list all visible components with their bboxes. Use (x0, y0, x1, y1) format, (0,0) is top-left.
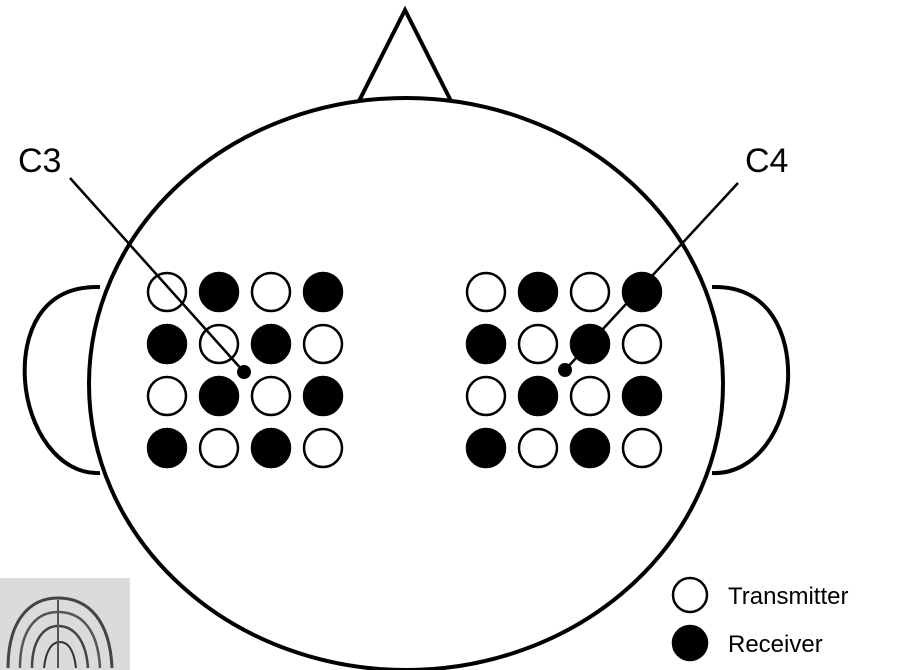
legend: Transmitter Receiver (671, 576, 848, 662)
head-outline (87, 96, 725, 670)
transmitter-optode (250, 271, 292, 313)
c3-pointer-line (69, 177, 245, 373)
c4-label: C4 (745, 142, 788, 180)
left-ear-outline (22, 284, 101, 476)
transmitter-optode (146, 375, 188, 417)
transmitter-optode (465, 271, 507, 313)
receiver-optode (621, 271, 663, 313)
transmitter-optode (517, 427, 559, 469)
receiver-optode (250, 427, 292, 469)
transmitter-optode (146, 271, 188, 313)
transmitter-optode (198, 427, 240, 469)
transmitter-optode (621, 427, 663, 469)
receiver-optode (302, 271, 344, 313)
receiver-optode (621, 375, 663, 417)
receiver-optode (198, 375, 240, 417)
receiver-optode (302, 375, 344, 417)
receiver-optode (146, 323, 188, 365)
receiver-optode (517, 271, 559, 313)
transmitter-optode (302, 427, 344, 469)
receiver-optode (517, 375, 559, 417)
legend-transmitter-symbol (671, 576, 709, 614)
transmitter-optode (302, 323, 344, 365)
transmitter-optode (569, 375, 611, 417)
receiver-optode (250, 323, 292, 365)
right-ear-outline (711, 284, 791, 476)
c4-pointer-line (564, 182, 739, 371)
transmitter-optode (517, 323, 559, 365)
legend-transmitter-label: Transmitter (728, 583, 848, 610)
receiver-optode (569, 427, 611, 469)
c3-label: C3 (18, 142, 61, 180)
transmitter-optode (465, 375, 507, 417)
transmitter-optode (569, 271, 611, 313)
receiver-optode (146, 427, 188, 469)
legend-receiver-label: Receiver (728, 631, 823, 658)
inset-photo (0, 578, 130, 670)
nose-outline (355, 5, 455, 106)
legend-receiver-symbol (671, 624, 709, 662)
receiver-optode (465, 427, 507, 469)
receiver-optode (198, 271, 240, 313)
transmitter-optode (621, 323, 663, 365)
transmitter-optode (250, 375, 292, 417)
c3-position-marker (237, 365, 251, 379)
receiver-optode (465, 323, 507, 365)
c4-position-marker (558, 363, 572, 377)
